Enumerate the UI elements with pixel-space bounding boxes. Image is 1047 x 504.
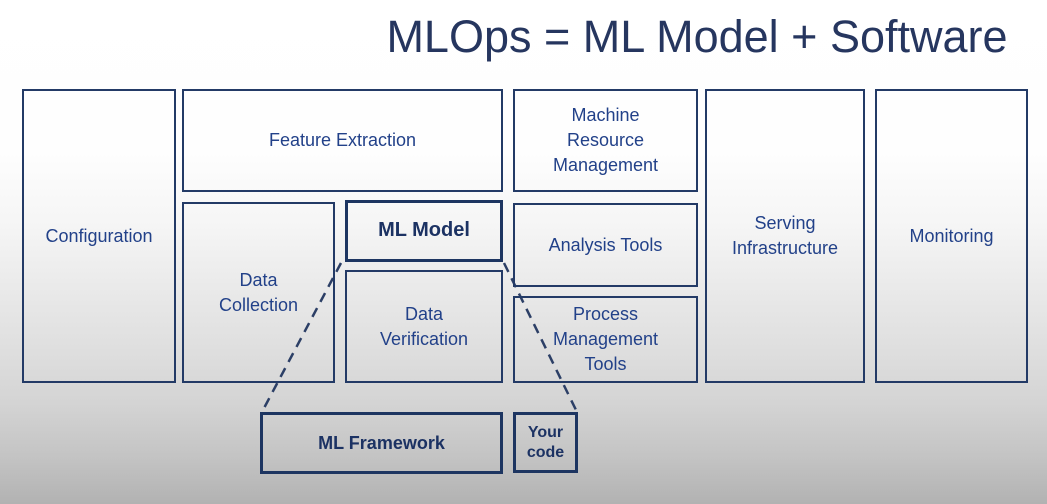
data-collection-box: Data Collection [182,202,335,383]
feature-extraction-box: Feature Extraction [182,89,503,192]
your-code-box: Your code [513,412,578,473]
machine-resource-management-box: Machine Resource Management [513,89,698,192]
serving-infrastructure-box: Serving Infrastructure [705,89,865,383]
configuration-label: Configuration [45,225,153,246]
process-management-tools-label: Process Management Tools [552,304,659,374]
ml-framework-label: ML Framework [318,432,445,453]
feature-extraction-label: Feature Extraction [268,130,417,151]
ml-framework-box: ML Framework [260,412,503,474]
ml-model-label: ML Model [378,219,470,242]
configuration-box: Configuration [22,89,176,383]
page-title: MLOps = ML Model + Software [386,11,1008,62]
machine-resource-management-label: Machine Resource Management [552,105,659,175]
data-collection-label: Data Collection [218,269,299,315]
serving-infrastructure-label: Serving Infrastructure [731,213,839,258]
analysis-tools-box: Analysis Tools [513,203,698,287]
ml-model-box: ML Model [345,200,503,262]
data-verification-box: Data Verification [345,270,503,383]
monitoring-box: Monitoring [875,89,1028,383]
your-code-label: Your code [526,423,565,461]
analysis-tools-label: Analysis Tools [548,234,663,255]
process-management-tools-box: Process Management Tools [513,296,698,383]
data-verification-label: Data Verification [379,303,469,349]
monitoring-label: Monitoring [909,225,994,246]
